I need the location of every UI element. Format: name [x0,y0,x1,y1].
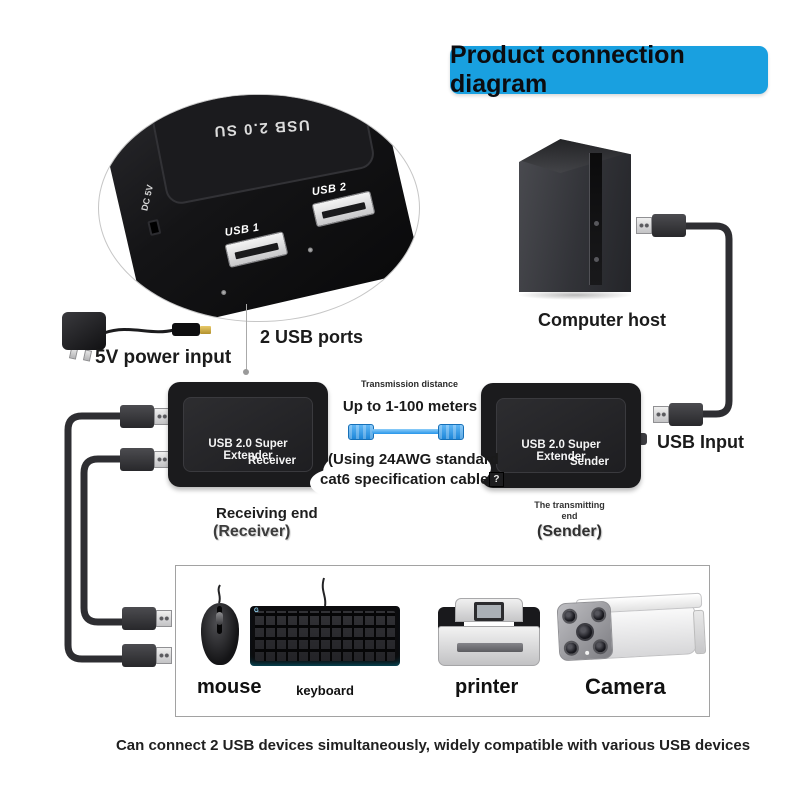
usb-plug-body [120,448,154,471]
tower-button-icon [594,221,599,226]
sender-title: USB 2.0 Super Extender [521,439,601,463]
patch-cable-icon [348,424,464,442]
usb-ports-callout-label: 2 USB ports [260,327,364,347]
tower-button-icon [594,257,599,262]
sender-box: USB 2.0 Super Extender Sender [481,383,641,488]
cable-receiver-to-device-2 [80,455,124,626]
power-input-label: 5V power input [95,347,232,368]
distance-value-label: Up to 1-100 meters [342,398,478,415]
camera-icon [556,592,707,670]
sender-caption-group: The transmitting end (Sender) [517,500,622,541]
sender-panel: USB 2.0 Super Extender Sender [496,398,626,473]
tower-shadow [517,290,633,300]
missing-glyph-box: ? [489,472,504,487]
transmitting-end-caption-line2: end [561,511,578,521]
patch-connector-left-icon [348,424,374,440]
usb-plug-body [652,214,686,237]
printer-output-slot [457,643,523,652]
computer-host-label: Computer host [538,310,666,330]
usb-plug-icon [120,448,170,471]
receiver-caption: (Receiver) [213,523,291,540]
receiver-title: USB 2.0 Super Extender [208,438,288,462]
sender-port-nub [641,433,647,445]
usb-plug-icon [636,214,686,237]
camera-front-face [556,600,614,662]
sender-caption: (Sender) [537,523,602,540]
dc-barrel-plug-icon [172,323,200,336]
mouse-icon [201,603,239,665]
keyboard-logo: G [254,608,259,614]
usb-plug-icon [653,403,703,426]
receiver-panel: USB 2.0 Super Extender Receiver [183,397,313,472]
device-closeup-inset: USB 2.0 SU DC 5V USB 1 USB 2 [98,94,420,322]
keyboard-icon: G [250,606,400,666]
usb-plug-tip [156,647,172,664]
receiver-box: USB 2.0 Super Extender Receiver [168,382,328,487]
mouse-cable [217,584,221,604]
camera-ir-lens-icon [592,638,609,655]
usb-plug-icon [122,607,172,630]
cable-computer-to-sender [684,222,733,418]
printer-label: printer [455,676,519,698]
usb-plug-body [122,644,156,667]
camera-ir-lens-icon [563,640,580,657]
power-adapter-icon [62,312,106,350]
page-title: Product connection diagram [450,41,685,98]
sender-subtitle: Sender [570,456,609,468]
usb-plug-body [669,403,703,426]
camera-label: Camera [585,674,666,699]
usb-plug-tip [653,406,669,423]
camera-rear-cap [692,609,707,655]
note-background-blob [310,468,370,498]
patch-wire [372,429,440,434]
cable-note-line1: (Using 24AWG standard [328,451,499,468]
keyboard-cable [321,577,327,607]
computer-tower-icon [519,139,631,292]
tower-front-slot [589,153,602,285]
title-banner: Product connection diagram [450,41,768,98]
cable-receiver-to-device-1 [64,412,124,663]
usb-plug-icon [120,405,170,428]
usb-plug-tip [636,217,652,234]
usb-plug-icon [122,644,172,667]
transmitting-end-caption-line1: The transmitting [534,500,605,510]
keyboard-keys [255,611,395,661]
camera-main-lens-icon [575,622,595,642]
mouse-wheel [216,612,223,625]
footer-note: Can connect 2 USB devices simultaneously… [115,737,751,754]
printer-body [438,626,540,666]
dc-barrel-tip-icon [200,326,211,334]
camera-indicator-dot [585,650,590,656]
keyboard-label: keyboard [296,683,354,698]
power-adapter-cable [103,328,175,335]
cable-note-text: cat6 specification cable [320,471,489,488]
usb-plug-tip [156,610,172,627]
printer-icon [438,598,540,668]
mouse-label: mouse [197,676,262,698]
camera-ir-lens-icon [561,608,578,625]
receiver-subtitle: Receiver [248,455,296,467]
usb-input-label: USB Input [657,432,744,452]
patch-connector-right-icon [438,424,464,440]
usb-plug-body [122,607,156,630]
receiving-end-caption: Receiving end [216,505,318,522]
camera-ir-lens-icon [590,606,607,623]
callout-line [246,304,247,370]
usb-plug-body [120,405,154,428]
callout-dot [243,369,249,375]
transmission-distance-label: Transmission distance [360,379,459,389]
printer-screen [474,602,504,621]
cable-note-line2: cat6 specification cable? [320,471,504,488]
